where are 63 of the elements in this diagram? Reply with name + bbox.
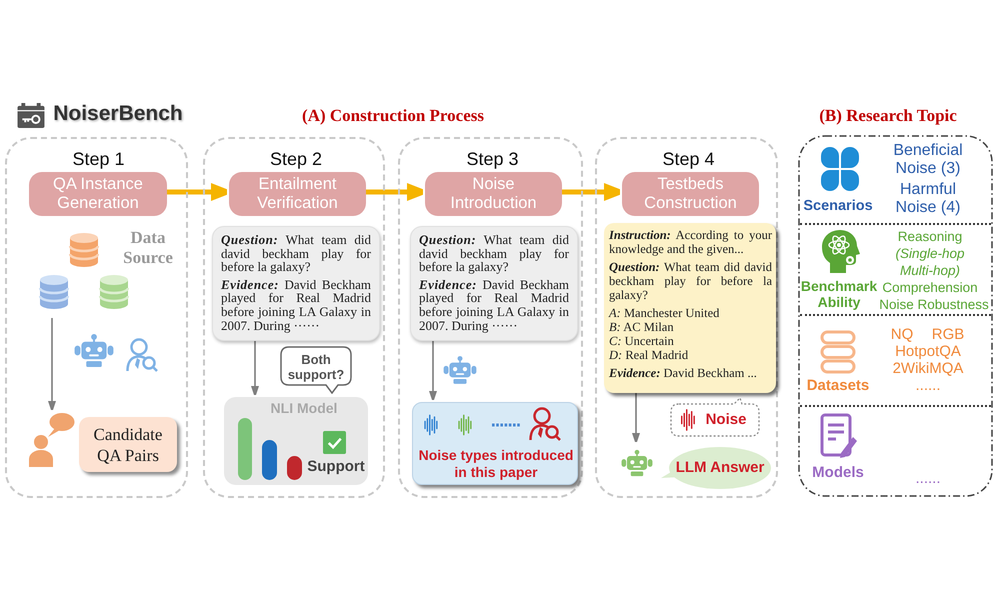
topic-item: Noise Robustness <box>879 296 989 313</box>
step-panel <box>595 137 778 498</box>
question-text: Question: What team did david beckham play for before la galaxy? <box>419 233 569 274</box>
highlight-box <box>412 402 578 485</box>
evidence-text: Evidence: David Beckham played for Real Madrid before joining LA Galaxy in 2007. During ······ <box>221 278 371 332</box>
process-label: Testbeds Construction <box>643 175 738 213</box>
topic-item: HotpotQA <box>895 343 961 360</box>
topic-item: 2WikiMQA <box>892 360 964 377</box>
data-source-label: Data Source <box>122 228 174 268</box>
example-card <box>212 226 380 341</box>
topic-item: Harmful Noise (4) <box>894 181 962 217</box>
option-text: D: Real Madrid <box>609 348 690 362</box>
speech-bubble <box>280 346 352 394</box>
support-label: Support <box>307 458 365 476</box>
process-box <box>29 172 167 216</box>
bubble-text: Noise <box>706 411 746 429</box>
process-box <box>622 172 759 216</box>
evidence-text: Evidence: David Beckham played for Real Madrid before joining LA Galaxy in 2007. During ······ <box>419 278 569 332</box>
example-card <box>410 226 578 341</box>
option-text: C: Uncertain <box>609 334 675 348</box>
step-heading: Step 1 <box>72 148 125 170</box>
section-heading: (B) Research Topic <box>819 106 957 126</box>
process-label: Noise Introduction <box>449 175 538 213</box>
topic-item: Beneficial Noise (3) <box>892 142 964 178</box>
process-label: QA Instance Generation <box>52 175 144 213</box>
instruction-text: Instruction: According to your knowledge and the given... <box>609 228 772 256</box>
speech-bubble <box>660 446 772 490</box>
prompt-card <box>604 223 776 393</box>
step-heading: Step 3 <box>466 148 519 170</box>
model-label: NLI Model <box>270 400 338 416</box>
step-heading: Step 4 <box>662 148 715 170</box>
section-heading: (A) Construction Process <box>302 106 484 126</box>
process-box <box>229 172 366 216</box>
step-panel <box>398 137 583 498</box>
bubble-text: LLM Answer <box>676 459 764 477</box>
step-heading: Step 2 <box>270 148 322 170</box>
topic-item: Comprehension <box>882 279 978 296</box>
topic-heading: Benchmark Ability <box>800 278 878 310</box>
highlight-label: Noise types introduced in this paper <box>418 447 574 481</box>
topic-item: NQ <box>890 326 914 343</box>
process-box <box>425 172 562 216</box>
question-text: Question: What team did david beckham play for before la galaxy? <box>609 260 772 302</box>
step-panel <box>203 137 385 498</box>
topic-heading: Scenarios <box>803 197 873 215</box>
topic-heading: Datasets <box>806 377 870 395</box>
title: NoiserBench <box>53 101 183 127</box>
topic-item: RGB <box>932 326 964 343</box>
topic-item: (Single-hop Multi-hop) <box>894 245 966 279</box>
evidence-text: Evidence: David Beckham ... <box>609 366 758 380</box>
result-box <box>79 417 177 472</box>
question-text: Question: What team did david beckham play for before la galaxy? <box>221 233 371 274</box>
bubble-text: Both support? <box>287 352 345 382</box>
topic-item: ...... <box>916 470 940 487</box>
option-text: B: AC Milan <box>609 320 675 334</box>
topic-item: Reasoning <box>898 228 962 245</box>
process-label: Entailment Verification <box>256 175 339 213</box>
topic-heading: Models <box>812 464 864 482</box>
speech-bubble <box>670 397 760 437</box>
topic-item: ...... <box>916 377 940 394</box>
step-panel <box>5 137 188 498</box>
option-text: A: Manchester United <box>609 306 720 320</box>
model-panel <box>224 397 368 485</box>
result-label: Candidate QA Pairs <box>92 424 164 466</box>
